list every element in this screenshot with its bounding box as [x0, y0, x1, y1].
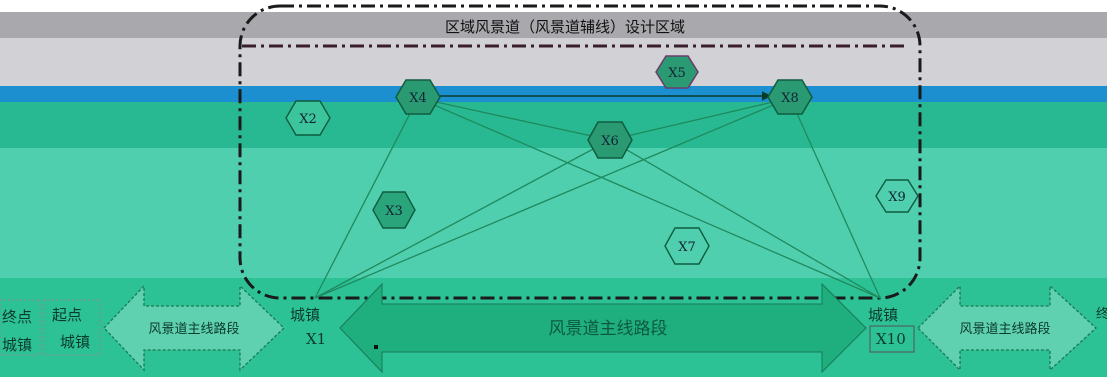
town-right-label: 城镇: [868, 306, 898, 324]
blue-band: [0, 86, 1107, 102]
main-segment-label-center: 风景道主线路段: [549, 319, 668, 339]
node-x8: X8: [767, 79, 813, 115]
node-x3-label: X3: [385, 204, 403, 219]
node-x3: X3: [372, 191, 416, 229]
node-x4-label: X4: [409, 91, 427, 106]
teal-band-2: [0, 148, 1107, 278]
light-gray-band: [0, 38, 1107, 86]
end-town-left-line2: 城镇: [2, 336, 32, 354]
main-segment-arrow-right: [917, 284, 1097, 372]
node-x1-label: X1: [306, 330, 326, 348]
node-x7-label: X7: [678, 240, 696, 255]
start-town-box: [43, 299, 101, 356]
top-gray-band: [0, 12, 1107, 38]
region-title: 区域风景道（风景道辅线）设计区域: [445, 18, 685, 36]
end-town-box-left: [0, 299, 41, 356]
connection-lines: [314, 97, 881, 299]
node-x4: X4: [395, 79, 441, 115]
teal-band-1: [0, 102, 1107, 148]
node-x10-box: [869, 325, 915, 353]
node-x9: X9: [875, 179, 919, 213]
node-x6: X6: [587, 121, 633, 159]
town-left-label: 城镇: [290, 306, 320, 324]
node-x2-label: X2: [299, 112, 317, 127]
node-x5-label: X5: [668, 66, 686, 81]
main-segment-label-left: 风景道主线路段: [148, 321, 239, 337]
node-x10-label: X10: [876, 330, 906, 348]
design-region-outline: [238, 4, 922, 300]
node-x5: X5: [655, 55, 699, 89]
main-segment-arrow-left: [103, 284, 285, 372]
node-x7: X7: [664, 227, 710, 265]
node-x9-label: X9: [888, 190, 906, 205]
main-segment-arrow-center: [339, 282, 867, 374]
node-x6-label: X6: [601, 134, 619, 149]
start-town-line1: 起点: [52, 306, 82, 324]
right-edge-glyph: 终: [1096, 306, 1107, 322]
marker-square: [374, 345, 378, 349]
node-x8-label: X8: [781, 91, 799, 106]
end-town-left-line1: 终点: [2, 308, 32, 326]
start-town-line2: 城镇: [60, 333, 90, 351]
main-segment-label-right: 风景道主线路段: [959, 321, 1050, 337]
node-x2: X2: [285, 100, 331, 136]
